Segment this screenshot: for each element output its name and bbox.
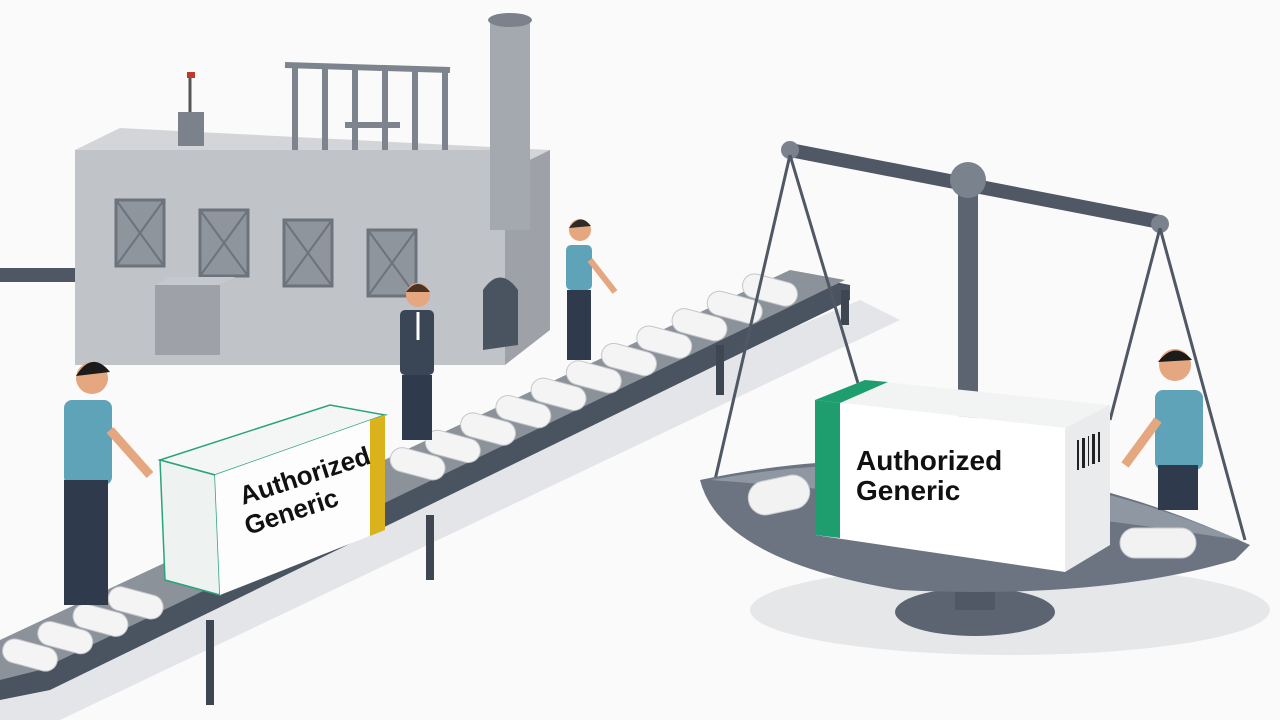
worker-middle [400, 283, 434, 440]
pill [37, 620, 94, 655]
pill [72, 603, 129, 637]
worker-left [64, 361, 154, 605]
left-box-accent-stripe [370, 415, 385, 536]
pill [565, 360, 622, 394]
pipe [0, 268, 90, 282]
worker-top [566, 219, 618, 360]
pill-row [2, 273, 798, 672]
pill [530, 377, 587, 411]
conveyor-shadow [0, 300, 900, 720]
barcode [1077, 432, 1100, 470]
pill [389, 447, 446, 481]
pill [2, 638, 58, 672]
pill [601, 342, 658, 377]
right-box-accent-stripe [815, 400, 840, 538]
pill [495, 395, 552, 429]
right-box-title-line1: Authorized [856, 445, 1002, 476]
pill [706, 290, 763, 325]
pill [671, 308, 728, 342]
pill [460, 412, 517, 446]
worker-right [1121, 349, 1203, 510]
pill [107, 586, 164, 620]
factory-door [483, 277, 518, 350]
chimney [490, 20, 530, 230]
pill [636, 325, 693, 359]
pill-on-scale [1119, 527, 1197, 559]
factory [75, 13, 550, 365]
left-medicine-box: Authorized Generic [157, 404, 388, 596]
right-box-accent-top [815, 380, 888, 403]
right-box-title-line2: Generic [856, 475, 960, 506]
right-medicine-box: Authorized Generic [815, 380, 1110, 572]
pill-on-scale [747, 474, 811, 516]
balance-scale [700, 141, 1250, 636]
